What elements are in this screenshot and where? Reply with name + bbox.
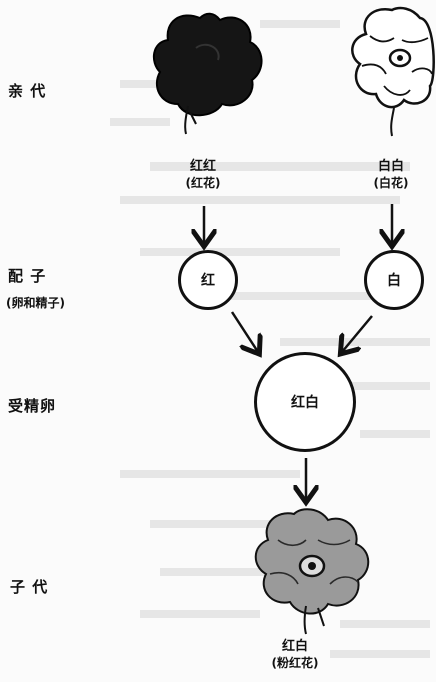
white-gamete-label: 白 bbox=[387, 273, 401, 289]
gametes-row-label: 配 子 bbox=[8, 267, 47, 285]
pink-flower-icon bbox=[254, 508, 370, 635]
arrow-icon bbox=[230, 311, 258, 352]
parents-row-label: 亲 代 bbox=[8, 82, 47, 100]
white-parent-label: 白白 (白花) bbox=[356, 158, 426, 192]
gametes-row-note: (卵和精子) bbox=[6, 296, 65, 310]
red-parent-label: 红红 (红花) bbox=[168, 158, 238, 192]
white-parent-phenotype: (白花) bbox=[373, 176, 409, 190]
offspring-phenotype: (粉红花) bbox=[271, 656, 319, 670]
zygote-row-label: 受精卵 bbox=[8, 397, 57, 415]
red-gamete-circle: 红 bbox=[178, 250, 238, 310]
zygote-label: 红白 bbox=[291, 395, 319, 411]
red-flower-icon bbox=[152, 12, 263, 135]
white-flower-icon bbox=[351, 6, 435, 137]
zygote-circle: 红白 bbox=[254, 352, 356, 452]
red-parent-phenotype: (红花) bbox=[185, 176, 221, 190]
arrow-icon bbox=[342, 315, 373, 352]
offspring-genotype: 红白 bbox=[281, 639, 308, 654]
offspring-label: 红白 (粉红花) bbox=[250, 638, 340, 672]
offspring-row-label: 子 代 bbox=[10, 578, 49, 596]
white-gamete-circle: 白 bbox=[364, 250, 424, 310]
red-gamete-label: 红 bbox=[201, 273, 215, 289]
red-parent-genotype: 红红 bbox=[189, 159, 216, 174]
white-parent-genotype: 白白 bbox=[377, 159, 404, 174]
